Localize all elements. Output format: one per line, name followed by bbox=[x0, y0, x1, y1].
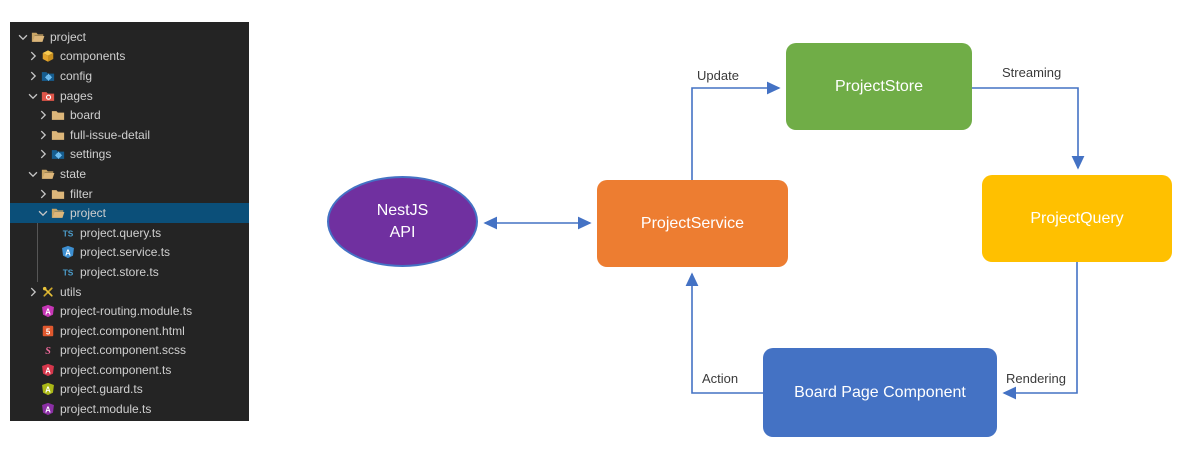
ts-icon: TS bbox=[60, 225, 75, 240]
folder-config-icon bbox=[50, 147, 65, 162]
svg-text:TS: TS bbox=[62, 267, 73, 277]
tree-item-settings[interactable]: settings bbox=[10, 145, 249, 165]
node-nestjs-api: NestJS API bbox=[327, 176, 478, 267]
node-project-store: ProjectStore bbox=[786, 43, 972, 130]
folder-pages-icon bbox=[40, 88, 55, 103]
tree-item-full-issue-detail[interactable]: full-issue-detail bbox=[10, 125, 249, 145]
tree-item-utils[interactable]: utils bbox=[10, 282, 249, 302]
chevron-right-icon[interactable] bbox=[26, 68, 40, 83]
folder-icon bbox=[50, 186, 65, 201]
folder-icon bbox=[50, 127, 65, 142]
tree-item-filter[interactable]: filter bbox=[10, 184, 249, 204]
tree-item-config[interactable]: config bbox=[10, 66, 249, 86]
edge-label-action: Action bbox=[702, 371, 739, 386]
ng-component-icon: A bbox=[40, 362, 55, 377]
chevron-right-icon[interactable] bbox=[36, 186, 50, 201]
ng-service-icon: A bbox=[60, 245, 75, 260]
node-label: ProjectService bbox=[640, 214, 745, 232]
chevron-right-icon[interactable] bbox=[26, 49, 40, 64]
edge-label-update: Update bbox=[697, 68, 739, 83]
node-label: ProjectQuery bbox=[1030, 209, 1124, 227]
ng-routing-icon: A bbox=[40, 304, 55, 319]
folder-open-icon bbox=[30, 29, 45, 44]
edge-label-streaming: Streaming bbox=[1002, 65, 1062, 80]
chevron-down-icon[interactable] bbox=[26, 88, 40, 103]
tree-item-state[interactable]: state bbox=[10, 164, 249, 184]
folder-config-icon bbox=[40, 68, 55, 83]
ts-icon: TS bbox=[60, 264, 75, 279]
chevron-right-icon[interactable] bbox=[26, 284, 40, 299]
folder-icon bbox=[50, 108, 65, 123]
chevron-down-icon[interactable] bbox=[16, 29, 30, 44]
svg-text:TS: TS bbox=[62, 228, 73, 238]
scss-icon: S bbox=[40, 343, 55, 358]
utils-icon bbox=[40, 284, 55, 299]
ng-guard-icon: A bbox=[40, 382, 55, 397]
components-icon bbox=[40, 49, 55, 64]
chevron-right-icon[interactable] bbox=[36, 127, 50, 142]
chevron-down-icon[interactable] bbox=[36, 206, 50, 221]
chevron-down-icon[interactable] bbox=[26, 166, 40, 181]
html-icon: 5 bbox=[40, 323, 55, 338]
chevron-right-icon[interactable] bbox=[36, 108, 50, 123]
node-label: NestJS API bbox=[376, 201, 429, 241]
tree-item-board[interactable]: board bbox=[10, 105, 249, 125]
indent-guide bbox=[37, 223, 38, 282]
svg-text:S: S bbox=[45, 346, 51, 357]
edge-streaming bbox=[972, 87, 1085, 170]
node-label: Board Page Component bbox=[794, 383, 966, 401]
svg-text:A: A bbox=[45, 366, 51, 375]
svg-text:A: A bbox=[45, 405, 51, 414]
node-project-query: ProjectQuery bbox=[982, 175, 1172, 262]
svg-text:5: 5 bbox=[45, 327, 50, 336]
tree-item-components[interactable]: components bbox=[10, 47, 249, 67]
svg-text:A: A bbox=[45, 386, 51, 395]
edge-label-rendering: Rendering bbox=[1006, 371, 1066, 386]
ng-module-icon: A bbox=[40, 402, 55, 417]
node-project-service: ProjectService bbox=[597, 180, 788, 267]
tree-item-project[interactable]: project bbox=[10, 27, 249, 47]
svg-text:A: A bbox=[65, 249, 71, 258]
svg-text:A: A bbox=[45, 307, 51, 316]
folder-open-icon bbox=[50, 206, 65, 221]
tree-item-pages[interactable]: pages bbox=[10, 86, 249, 106]
node-label: ProjectStore bbox=[834, 77, 924, 95]
folder-open-icon bbox=[40, 166, 55, 181]
node-board-page-component: Board Page Component bbox=[763, 348, 997, 437]
tree-item-project[interactable]: project bbox=[10, 203, 249, 223]
edge-update bbox=[691, 81, 781, 180]
chevron-right-icon[interactable] bbox=[36, 147, 50, 162]
